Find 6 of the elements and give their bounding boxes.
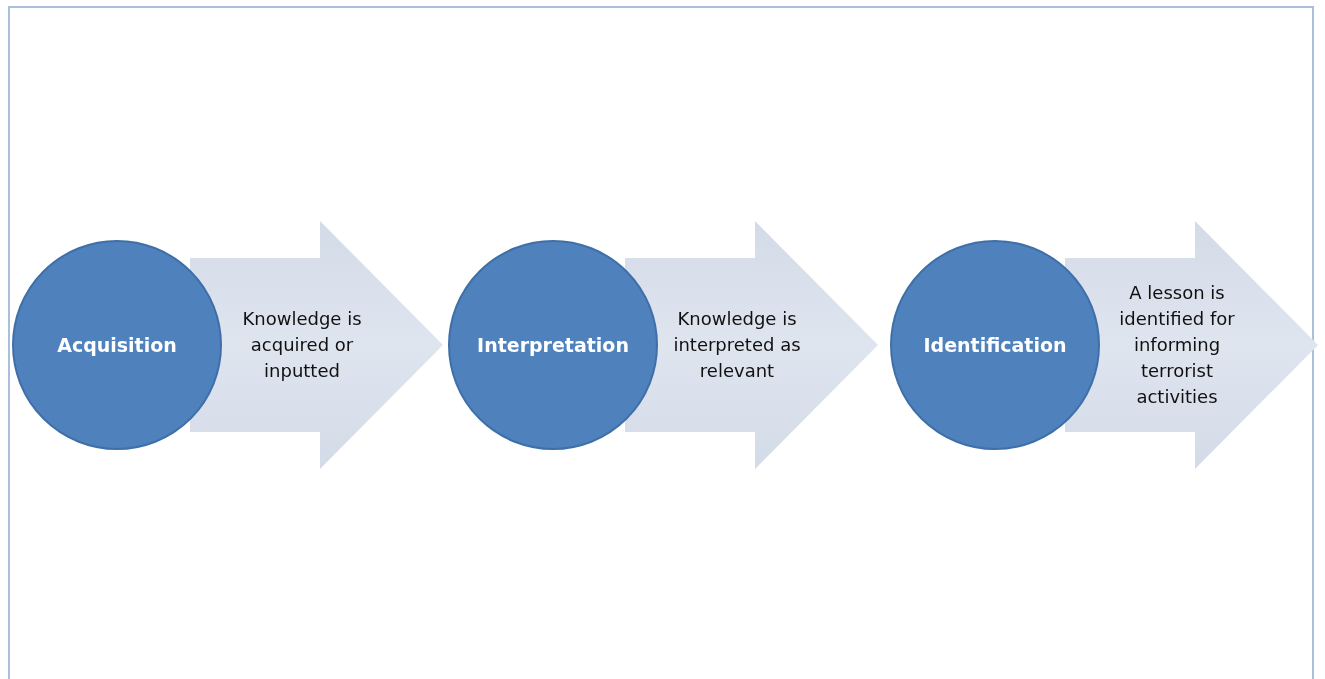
step-name: Interpretation bbox=[477, 334, 629, 356]
step-name: Acquisition bbox=[57, 334, 177, 356]
step-name: Identification bbox=[923, 334, 1067, 356]
step-description: A lesson is identified for informing terrorist activities bbox=[1118, 281, 1236, 409]
step-description: Knowledge is acquired or inputted bbox=[241, 307, 363, 383]
step-description: Knowledge is interpreted as relevant bbox=[672, 307, 802, 383]
